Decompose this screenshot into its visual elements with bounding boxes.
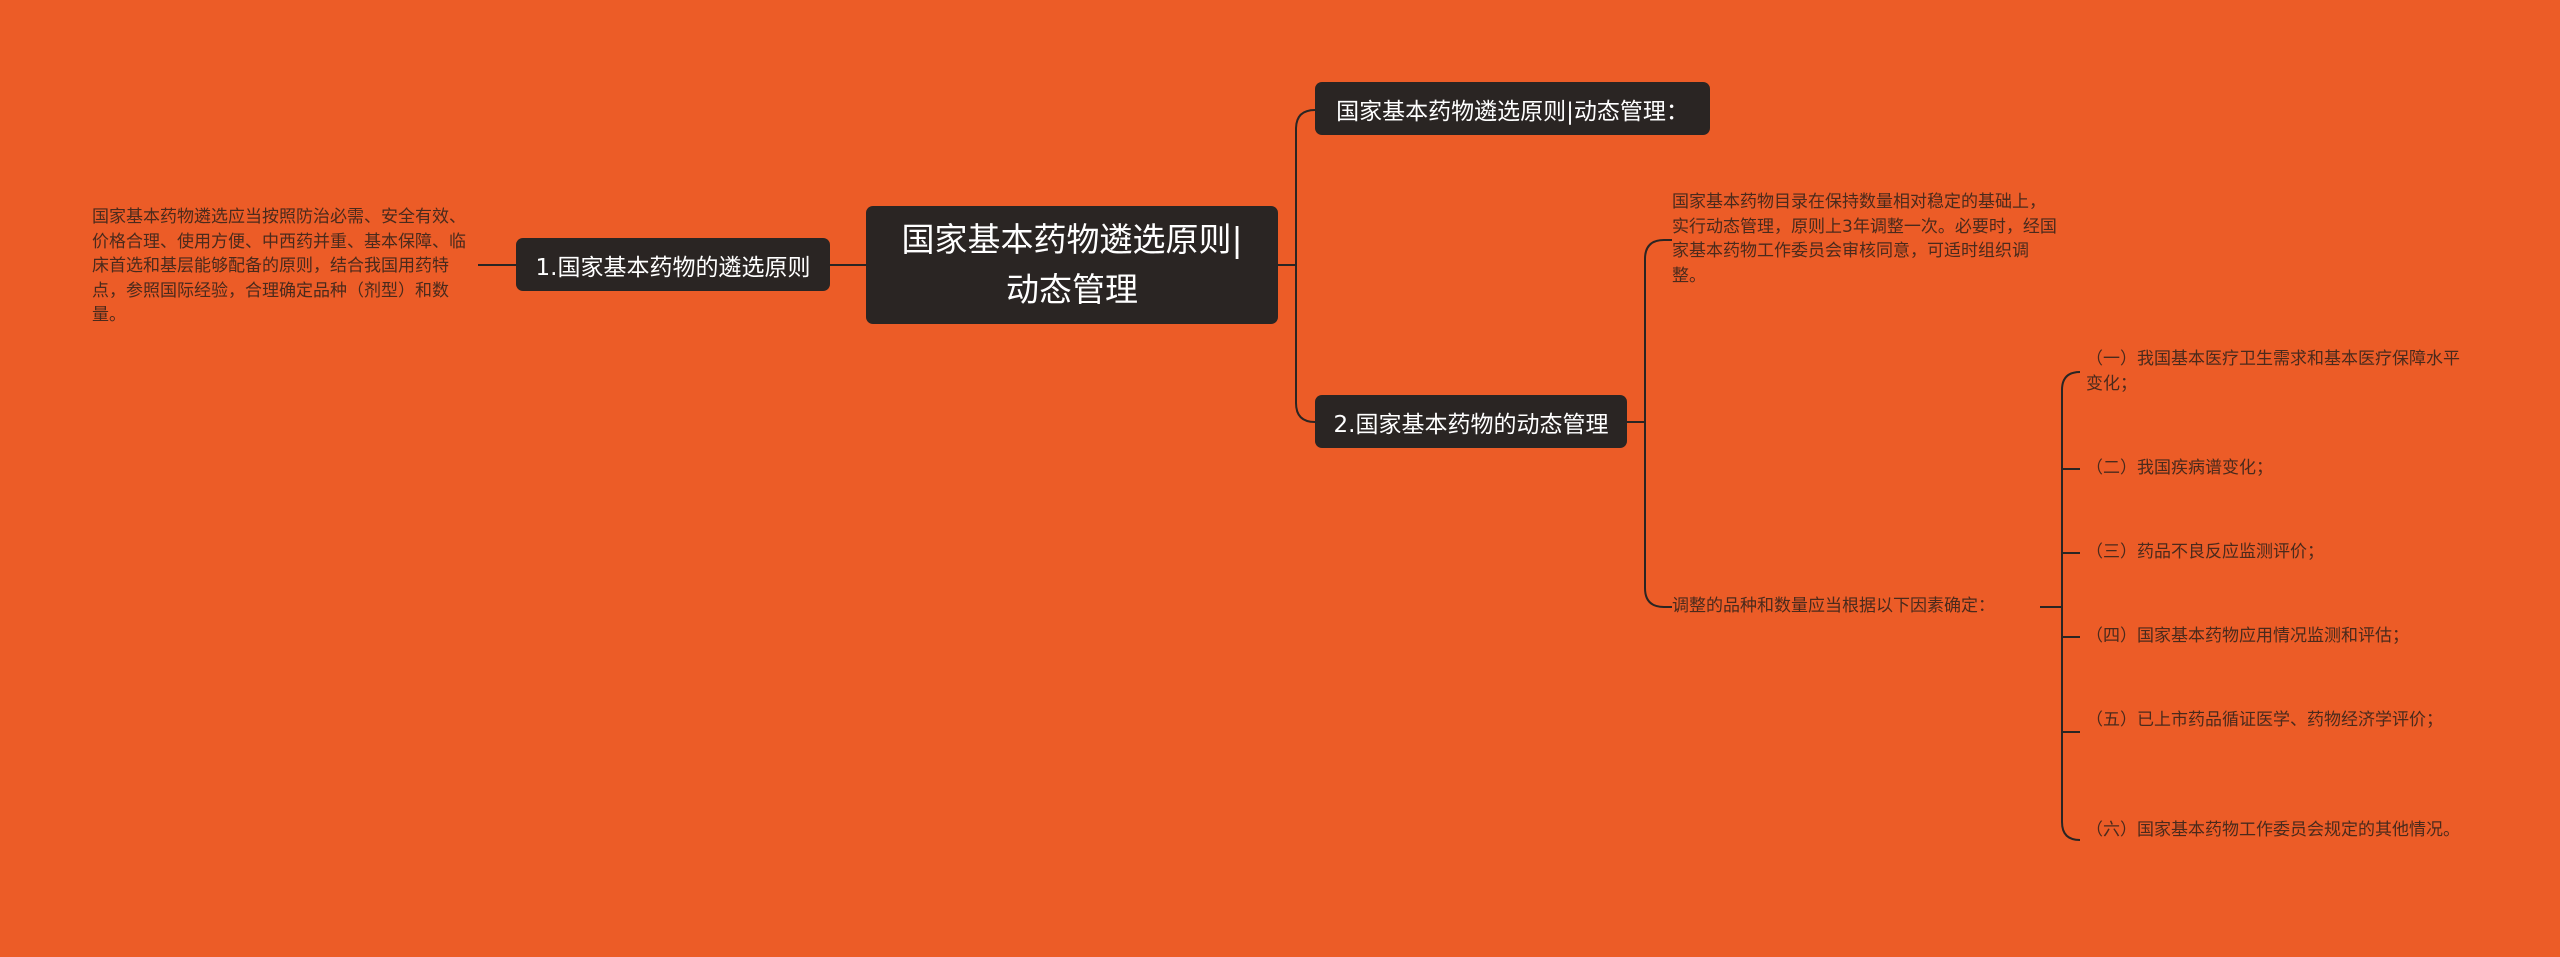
factor-item: （二）我国疾病谱变化；: [2086, 458, 2273, 478]
dynamic-management-detail: 国家基本药物目录在保持数量相对稳定的基础上，实行动态管理，原则上3年调整一次。必…: [1672, 192, 2057, 286]
factor-item: （四）国家基本药物应用情况监测和评估；: [2086, 626, 2409, 646]
link-factor-down: [2061, 607, 2081, 841]
root-node[interactable]: 国家基本药物遴选原则|动态管理: [866, 206, 1278, 324]
root-label: 国家基本药物遴选原则|动态管理: [901, 220, 1243, 309]
branch-selection-principles[interactable]: 1.国家基本药物的遴选原则: [516, 238, 830, 291]
branch-title-copy[interactable]: 国家基本药物遴选原则|动态管理：: [1315, 82, 1710, 135]
adjustment-factors-label: 调整的品种和数量应当根据以下因素确定：: [1672, 596, 1995, 616]
selection-principles-detail: 国家基本药物遴选应当按照防治必需、安全有效、价格合理、使用方便、中西药并重、基本…: [92, 207, 466, 325]
factor-item: （一）我国基本医疗卫生需求和基本医疗保障水平变化；: [2086, 349, 2460, 394]
branch-label: 2.国家基本药物的动态管理: [1333, 411, 1609, 438]
link-dyn-lower: [1644, 422, 1665, 608]
factor-item: （三）药品不良反应监测评价；: [2086, 542, 2324, 562]
factor-item: （六）国家基本药物工作委员会规定的其他情况。: [2086, 820, 2460, 840]
link-spine-top: [1295, 109, 1316, 265]
branch-label: 1.国家基本药物的遴选原则: [535, 254, 811, 281]
link-spine-bottom: [1295, 265, 1316, 423]
branch-dynamic-management[interactable]: 2.国家基本药物的动态管理: [1315, 395, 1627, 448]
link-factor-up: [2061, 371, 2081, 607]
factor-item: （五）已上市药品循证医学、药物经济学评价；: [2086, 710, 2443, 730]
link-dyn-upper: [1644, 239, 1665, 422]
branch-label: 国家基本药物遴选原则|动态管理：: [1336, 98, 1689, 125]
